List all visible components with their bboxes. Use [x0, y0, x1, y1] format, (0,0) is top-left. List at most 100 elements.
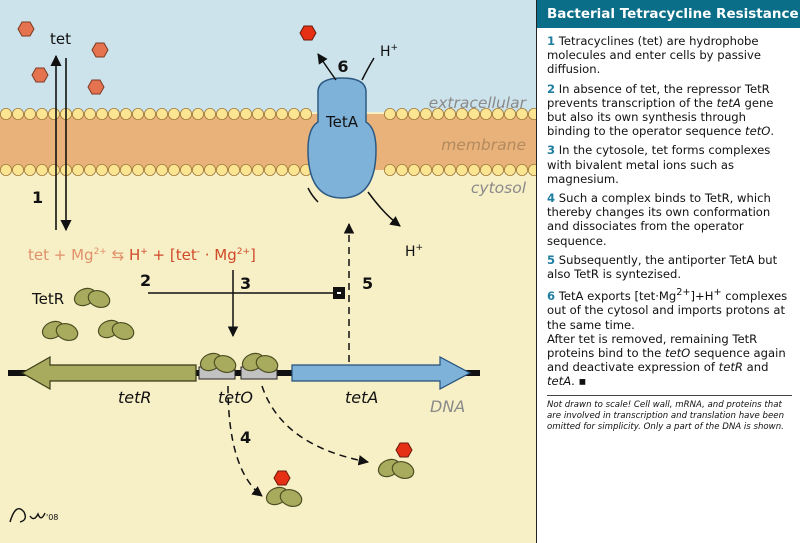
cytosol-region	[0, 112, 536, 543]
lipid-head	[108, 163, 121, 176]
tet-molecule	[17, 21, 35, 37]
lipid-head	[383, 163, 396, 176]
exported-tet-molecule	[299, 25, 317, 41]
explanation-panel: Bacterial Tetracycline Resistance 1 Tetr…	[536, 0, 800, 543]
lipid-head	[479, 163, 492, 176]
lipid-head	[84, 163, 97, 176]
lipid-head	[155, 108, 168, 121]
lipid-head	[215, 163, 228, 176]
lipid-head	[36, 108, 49, 121]
lipid-head	[203, 108, 216, 121]
tet-label: tet	[50, 30, 71, 48]
author-signature: '08	[9, 508, 58, 523]
lipid-head	[407, 163, 420, 176]
panel-body: 1 Tetracyclines (tet) are hydrophobe mol…	[537, 28, 800, 389]
teta-gene-arrow	[291, 356, 472, 390]
extracellular-region	[0, 0, 536, 112]
lipid-head	[215, 108, 228, 121]
step-4-text: 4 Such a complex binds to TetR, which th…	[547, 191, 771, 248]
membrane-label: membrane	[441, 136, 526, 154]
lipid-head	[203, 163, 216, 176]
lipid-head	[84, 108, 97, 121]
lipid-head	[455, 163, 468, 176]
dna-strand	[8, 355, 480, 391]
lipid-head	[167, 163, 180, 176]
extracellular-label: extracellular	[429, 94, 528, 112]
tet-molecule	[91, 42, 109, 58]
lipid-head	[491, 108, 504, 121]
lipid-head	[108, 108, 121, 121]
lipid-head	[191, 163, 204, 176]
lipid-head	[503, 108, 516, 121]
lipid-head	[227, 108, 240, 121]
lipid-head	[516, 108, 529, 121]
lipid-head	[299, 108, 312, 121]
lipid-head	[36, 163, 49, 176]
lipid-head	[120, 108, 133, 121]
lipid-head	[528, 164, 536, 176]
lipid-head	[443, 108, 456, 121]
lipid-head	[155, 163, 168, 176]
lipid-head	[419, 163, 432, 176]
lipid-head	[479, 108, 492, 121]
lipid-head	[72, 163, 85, 176]
lipid-head	[251, 108, 264, 121]
lipid-head	[251, 163, 264, 176]
lipid-head	[431, 108, 444, 121]
lipid-head	[467, 163, 480, 176]
lipid-head	[395, 163, 408, 176]
lipid-head	[528, 108, 536, 120]
step-6-text: 6 TetA exports [tet·Mg2+]+H+ complexes o…	[547, 287, 788, 332]
lipid-head	[120, 163, 133, 176]
step-5-text: 5 Subsequently, the antiporter TetA but …	[547, 252, 778, 282]
lipid-head	[179, 108, 192, 121]
lipid-head	[239, 108, 252, 121]
lipid-head	[227, 163, 240, 176]
lipid-head	[96, 108, 109, 121]
lipid-head	[167, 108, 180, 121]
lipid-head	[0, 108, 12, 121]
step-5-number: 5	[362, 274, 373, 293]
lipid-head	[23, 108, 36, 121]
teto-label: tetO	[218, 388, 253, 407]
lipid-head	[11, 163, 24, 176]
step-3-text: 3 In the cytosole, tet forms complexes w…	[547, 143, 771, 186]
lipid-head	[72, 108, 85, 121]
step-1-number: 1	[32, 188, 43, 207]
teta-gene-label: tetA	[345, 388, 378, 407]
proton-import-arrow	[367, 191, 401, 227]
tetr-gene-arrow	[20, 355, 197, 391]
lipid-head	[131, 108, 144, 121]
export-entry-line	[307, 187, 319, 203]
panel-title: Bacterial Tetracycline Resistance	[537, 0, 800, 28]
lipid-head	[11, 108, 24, 121]
lipid-head	[395, 108, 408, 121]
lipid-head	[143, 108, 156, 121]
complex-equation: tet + Mg2+ ⇆ H+ + [tet- · Mg2+]	[28, 246, 256, 264]
lipid-head	[503, 163, 516, 176]
lipid-head	[239, 163, 252, 176]
lipid-head	[407, 108, 420, 121]
lipid-head	[191, 108, 204, 121]
lipid-head	[179, 163, 192, 176]
lipid-head	[131, 163, 144, 176]
lipid-head	[263, 108, 276, 121]
lipid-head	[431, 163, 444, 176]
lipid-head	[263, 163, 276, 176]
step-4-number: 4	[240, 428, 251, 447]
step-2-number: 2	[140, 271, 151, 290]
lipid-head	[275, 163, 288, 176]
closing-text: After tet is removed, remaining TetR pro…	[547, 331, 786, 389]
lipid-head	[143, 163, 156, 176]
lipid-head	[443, 163, 456, 176]
diagram-canvas: extracellular membrane cytosol tet 1 Tet…	[0, 0, 536, 543]
lipid-head	[491, 163, 504, 176]
disclaimer-note: Not drawn to scale! Cell wall, mRNA, and…	[547, 399, 785, 432]
lipid-head	[48, 163, 61, 176]
dna-label: DNA	[430, 397, 465, 416]
tet-molecule	[31, 67, 49, 83]
step-1-text: 1 Tetracyclines (tet) are hydrophobe mol…	[547, 34, 761, 77]
lipid-head	[0, 163, 12, 176]
lipid-head	[467, 108, 480, 121]
dissociation-arrow	[227, 385, 263, 497]
